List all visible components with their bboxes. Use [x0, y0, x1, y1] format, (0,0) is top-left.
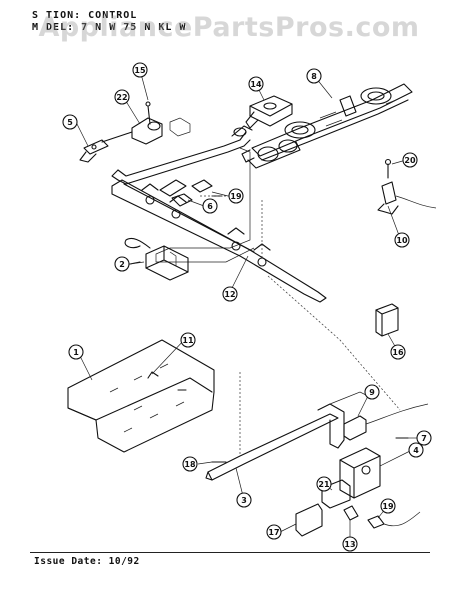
panel-outline [170, 147, 251, 249]
shield-1 [67, 339, 215, 453]
burner-bracket [245, 95, 293, 129]
svg-text:19: 19 [230, 192, 242, 201]
bracket-plate [169, 117, 191, 137]
callout-19b: 19 [380, 498, 396, 514]
callout-5: 5 [62, 114, 78, 130]
valve-5 [79, 139, 109, 163]
callout-9: 9 [364, 384, 380, 400]
callout-20: 20 [402, 152, 418, 168]
svg-text:19: 19 [382, 502, 394, 511]
part-13 [343, 505, 359, 521]
issue-date: Issue Date: 10/92 [34, 556, 140, 567]
ref-line-b [267, 275, 401, 411]
svg-text:18: 18 [184, 460, 196, 469]
diagram-header: S TION: CONTROL M DEL: 7 N W 75 N KL W [32, 10, 332, 34]
callout-22: 22 [114, 89, 130, 105]
wire-9 [365, 403, 429, 425]
callout-8: 8 [306, 68, 322, 84]
callout-7: 7 [416, 430, 432, 446]
callout-4: 4 [408, 442, 424, 458]
callout-19: 19 [228, 188, 244, 204]
valve-22 [101, 101, 163, 145]
callout-11: 11 [180, 332, 196, 348]
callout-18: 18 [182, 456, 198, 472]
bracket-17 [295, 503, 323, 537]
svg-text:2: 2 [119, 260, 125, 269]
svg-text:11: 11 [182, 336, 194, 345]
gas-tube [111, 125, 253, 185]
part-6 [171, 193, 193, 207]
callout-21: 21 [316, 476, 332, 492]
bracket-4 [339, 447, 381, 499]
callout-17: 17 [266, 524, 282, 540]
callout-14: 14 [248, 76, 264, 92]
terminal-9 [343, 415, 367, 441]
callout-13: 13 [342, 536, 358, 552]
svg-text:13: 13 [344, 540, 355, 549]
svg-text:6: 6 [207, 202, 213, 211]
svg-text:21: 21 [318, 480, 330, 489]
manifold-12 [111, 179, 327, 303]
leader-lines [75, 69, 418, 542]
svg-text:8: 8 [311, 72, 317, 81]
section-line: S TION: CONTROL [32, 10, 138, 21]
thermostat-2 [124, 237, 189, 281]
svg-text:7: 7 [421, 434, 427, 443]
burner-assembly [241, 83, 413, 169]
callout-1: 1 [68, 344, 84, 360]
model-line: M DEL: 7 N W 75 N KL W [32, 22, 187, 33]
wire-19b [383, 511, 421, 527]
svg-text:15: 15 [134, 66, 146, 75]
svg-text:1: 1 [73, 348, 79, 357]
panel-outline-lower [155, 247, 255, 263]
svg-text:14: 14 [250, 80, 262, 89]
callout-6: 6 [202, 198, 218, 214]
screws [177, 195, 223, 391]
callout-3: 3 [236, 492, 252, 508]
callout-12: 12 [222, 286, 238, 302]
part-19b [367, 515, 385, 529]
igniter-10 [377, 158, 437, 215]
bracket-3 [205, 391, 373, 481]
clip-21 [321, 479, 351, 509]
relay-16 [375, 303, 399, 337]
callout-2: 2 [114, 256, 130, 272]
svg-text:12: 12 [224, 290, 235, 299]
svg-text:5: 5 [67, 118, 73, 127]
callout-10: 10 [394, 232, 410, 248]
svg-text:4: 4 [413, 446, 419, 455]
callout-16: 16 [390, 344, 406, 360]
svg-text:10: 10 [396, 236, 408, 245]
svg-text:9: 9 [369, 388, 375, 397]
svg-text:22: 22 [116, 93, 127, 102]
svg-text:17: 17 [268, 528, 279, 537]
callout-15: 15 [132, 62, 148, 78]
svg-text:3: 3 [241, 496, 247, 505]
svg-text:16: 16 [392, 348, 404, 357]
footer-rule [30, 552, 430, 553]
svg-text:20: 20 [404, 156, 416, 165]
